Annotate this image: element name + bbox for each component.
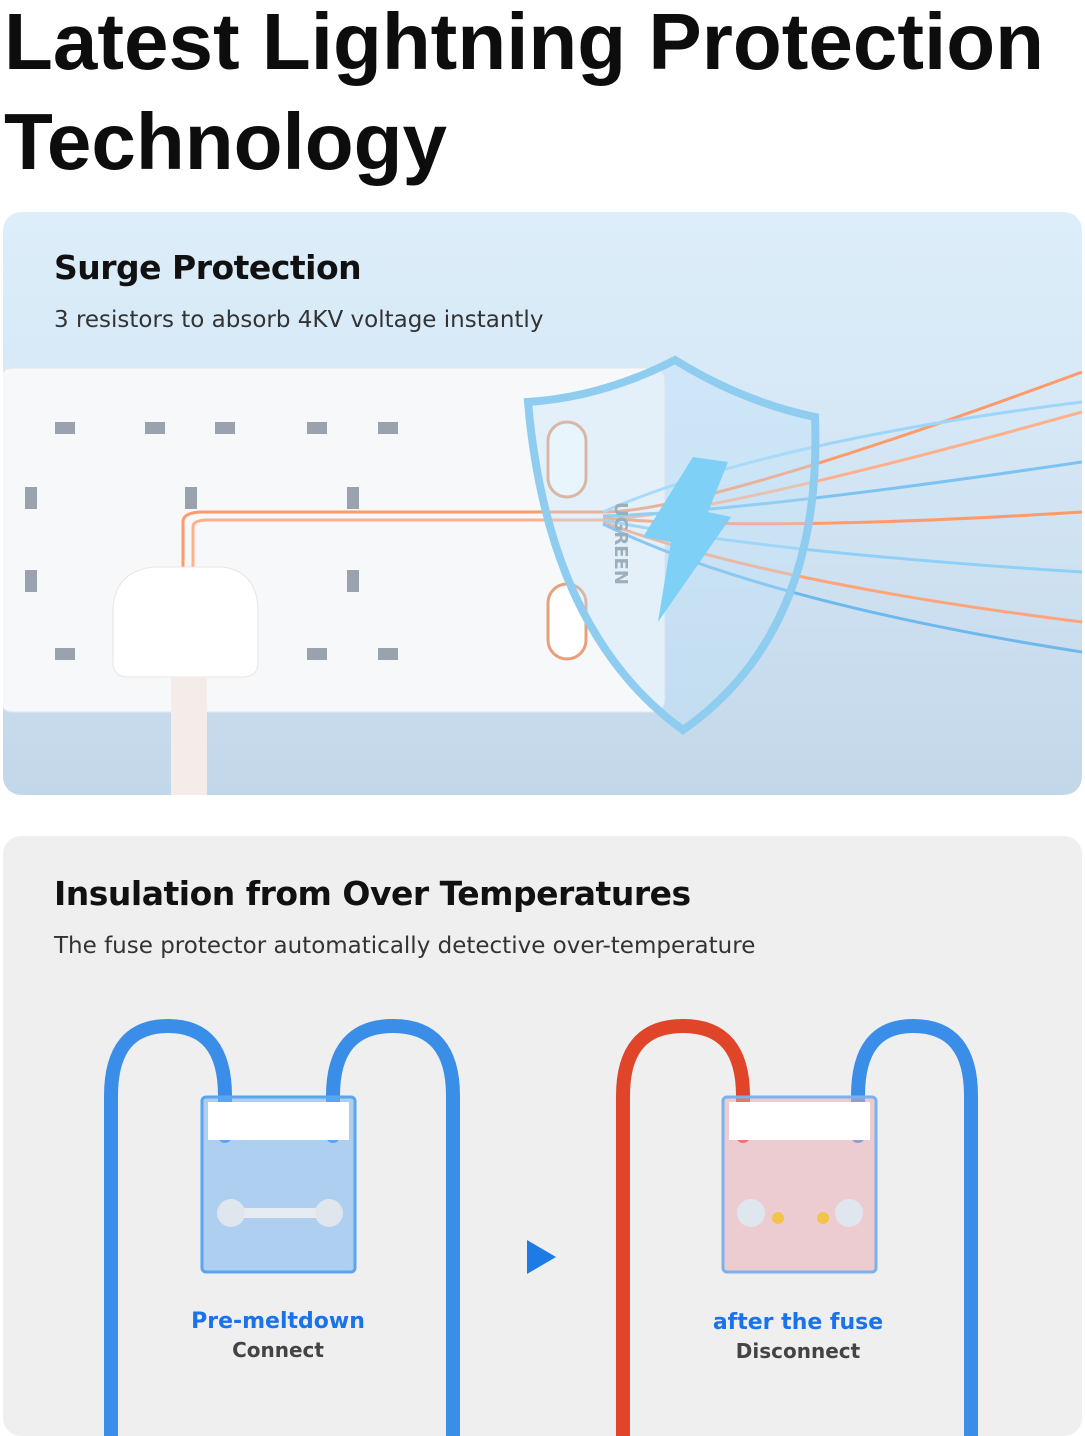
wire-right-hot xyxy=(616,1018,750,1436)
insulation-card: Insulation from Over Temperatures The fu… xyxy=(3,836,1082,1436)
after-title: after the fuse xyxy=(712,1310,884,1335)
power-strip-illustration: UGREEN xyxy=(3,355,1082,795)
surge-protection-card: UGREEN Surge Protection 3 resistors to a… xyxy=(3,212,1082,795)
surge-heading: Surge Protection xyxy=(54,248,362,287)
before-label: Pre-meltdown Connect xyxy=(148,1309,408,1362)
wire-left-1 xyxy=(104,1018,232,1436)
before-state: Connect xyxy=(232,1338,324,1362)
after-label: after the fuse Disconnect xyxy=(668,1310,928,1363)
surge-subtitle: 3 resistors to absorb 4KV voltage instan… xyxy=(54,307,544,333)
plug-cable xyxy=(171,677,207,795)
insulation-subtitle: The fuse protector automatically detecti… xyxy=(54,933,756,959)
fuse-connected xyxy=(200,1095,357,1274)
switch-button-top xyxy=(546,420,588,499)
brand-logo: UGREEN xyxy=(610,502,631,585)
before-title: Pre-meltdown xyxy=(191,1309,365,1334)
title-line-2: Technology xyxy=(4,97,447,186)
socket-holes xyxy=(25,422,398,660)
fuse-illustration xyxy=(104,1018,978,1436)
lightning-bolt-icon xyxy=(643,457,731,622)
after-state: Disconnect xyxy=(735,1339,861,1363)
plug xyxy=(112,566,259,678)
fuse-disconnected xyxy=(721,1095,878,1274)
arrow-right-icon xyxy=(527,1240,556,1274)
insulation-heading: Insulation from Over Temperatures xyxy=(54,874,691,913)
page-title: Latest Lightning Protection Technology xyxy=(4,0,1044,192)
wire-right-2 xyxy=(851,1018,978,1436)
wire-left-2 xyxy=(326,1018,460,1436)
title-line-1: Latest Lightning Protection xyxy=(4,0,1044,86)
